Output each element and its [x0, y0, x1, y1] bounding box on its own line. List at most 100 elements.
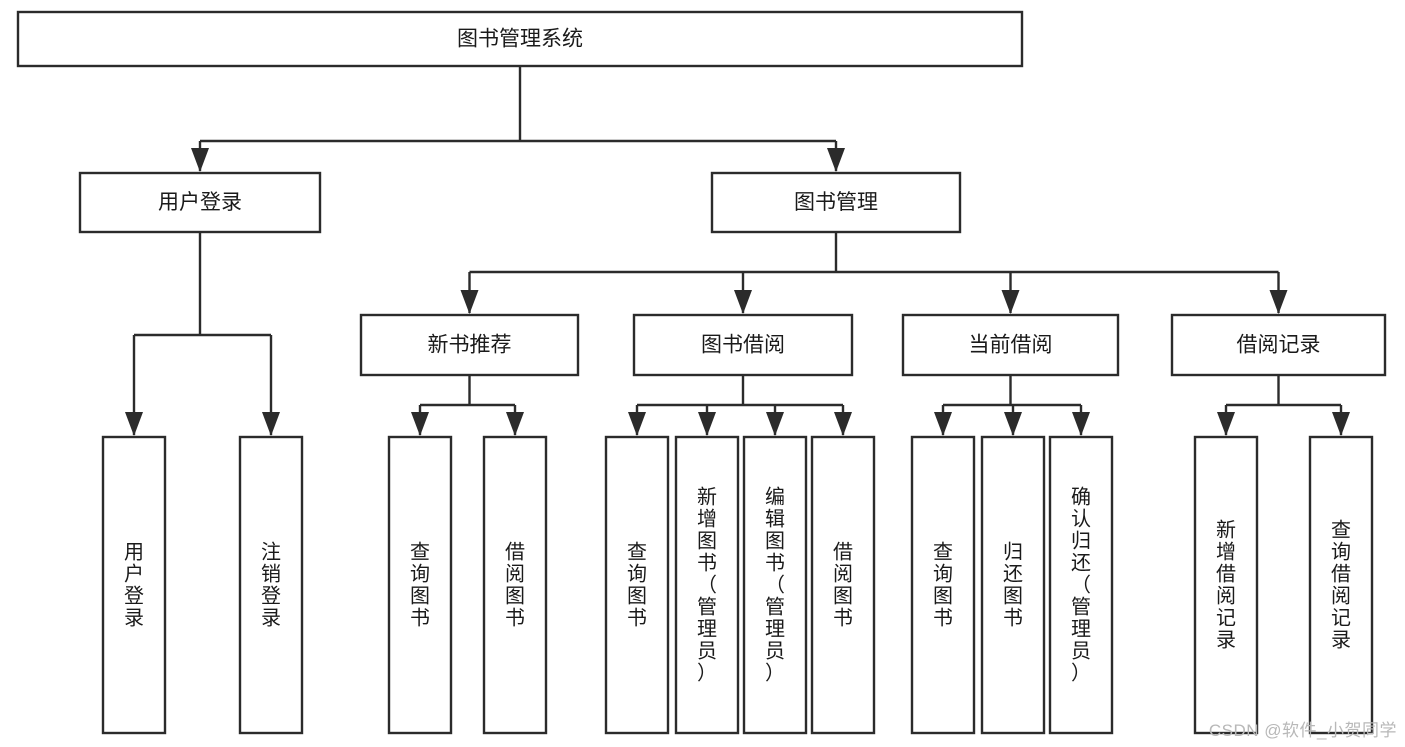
node-box[interactable]: [359, 313, 580, 377]
node-label-char: 用: [124, 541, 144, 563]
node-label-char: 归: [1071, 529, 1091, 552]
node-label-char: 辑: [765, 507, 785, 530]
node-box[interactable]: [742, 435, 808, 735]
arrow-head-icon: [1004, 412, 1022, 436]
node-label-char: 阅: [833, 562, 853, 585]
arrow-head-icon: [460, 290, 479, 314]
node-label-char: 书: [833, 606, 853, 629]
node-label-char: 登: [124, 584, 144, 607]
node-label-char: 图: [697, 530, 717, 552]
node-label-char: 新: [1216, 518, 1236, 541]
node-label-char: 确: [1071, 485, 1091, 508]
node-label-char: 阅: [505, 562, 525, 585]
node-label: 借阅记录: [1237, 334, 1321, 357]
node-label-char: 编: [765, 485, 785, 508]
node-label-char: 增: [1216, 540, 1236, 563]
node-box[interactable]: [238, 435, 304, 735]
node-box[interactable]: [901, 313, 1120, 377]
csdn-watermark: CSDN @软件_小贺同学: [1208, 721, 1397, 740]
node-label-char: 查: [410, 540, 430, 563]
node-level2-1[interactable]: 图书借阅: [632, 313, 854, 377]
node-label-char: 查: [933, 540, 953, 563]
arrow-head-icon: [734, 290, 752, 314]
node-level2-0[interactable]: 新书推荐: [359, 313, 580, 377]
node-level1-1[interactable]: 图书管理: [710, 171, 962, 234]
node-box[interactable]: [78, 171, 322, 234]
node-box[interactable]: [16, 10, 1024, 68]
node-label-char: 归: [1003, 540, 1023, 563]
node-label-char: 书: [410, 606, 430, 629]
node-label-char: 图: [627, 585, 647, 607]
arrow-head-icon: [766, 412, 784, 436]
node-label-char: 查: [1331, 518, 1351, 541]
arrow-head-icon: [834, 412, 852, 436]
node-label-char: 记: [1331, 606, 1351, 629]
node-label-char: 管: [1071, 595, 1091, 618]
node-label-char: 增: [697, 507, 717, 530]
arrow-head-icon: [827, 148, 845, 172]
node-label-char: 书: [765, 551, 785, 574]
node-box[interactable]: [1170, 313, 1387, 377]
arrow-head-icon: [934, 412, 952, 436]
arrow-head-icon: [1269, 290, 1288, 314]
arrow-head-icon: [191, 148, 209, 172]
node-box[interactable]: [101, 435, 167, 735]
node-label-char: 询: [1331, 540, 1351, 563]
node-label-char: 员: [697, 640, 717, 662]
node-box[interactable]: [387, 435, 453, 735]
node-label-char: 询: [933, 562, 953, 585]
node-box[interactable]: [604, 435, 670, 735]
node-label-char: 借: [1331, 562, 1351, 585]
node-box[interactable]: [482, 435, 548, 735]
node-box[interactable]: [710, 171, 962, 234]
node-box[interactable]: [674, 435, 740, 735]
node-layer: 图书管理系统用户登录图书管理新书推荐图书借阅当前借阅借阅记录用户登录注销登录查询…: [16, 10, 1387, 735]
node-label-char: 书: [1003, 606, 1023, 629]
arrow-head-icon: [506, 412, 524, 436]
node-box[interactable]: [910, 435, 976, 735]
node-box[interactable]: [810, 435, 876, 735]
node-label-char: 书: [697, 551, 717, 574]
node-label-char: （: [1071, 573, 1091, 596]
node-box[interactable]: [1048, 435, 1114, 735]
node-leaf-0[interactable]: 用户登录: [101, 435, 167, 735]
node-label-char: ）: [697, 661, 717, 684]
node-box[interactable]: [632, 313, 854, 377]
arrow-head-icon: [1332, 412, 1350, 436]
arrow-head-icon: [628, 412, 646, 436]
node-level2-2[interactable]: 当前借阅: [901, 313, 1120, 377]
arrow-head-icon: [698, 412, 716, 436]
node-label: 图书管理系统: [457, 28, 583, 51]
node-root[interactable]: 图书管理系统: [16, 10, 1024, 68]
node-label: 当前借阅: [969, 334, 1053, 357]
node-label-char: 询: [410, 562, 430, 585]
arrow-head-icon: [1001, 290, 1020, 314]
node-box[interactable]: [980, 435, 1046, 735]
node-label-char: 借: [833, 540, 853, 563]
node-label: 图书借阅: [701, 334, 785, 357]
node-label-char: 阅: [1216, 584, 1236, 607]
node-label-char: 录: [261, 607, 281, 629]
node-label-char: 登: [261, 584, 281, 607]
node-label: 用户登录: [158, 191, 242, 214]
arrow-head-icon: [262, 412, 280, 436]
node-level2-3[interactable]: 借阅记录: [1170, 313, 1387, 377]
node-box[interactable]: [1193, 435, 1259, 735]
node-box[interactable]: [1308, 435, 1374, 735]
arrow-head-icon: [411, 412, 429, 436]
node-label-char: 还: [1003, 562, 1023, 585]
node-label-char: 查: [627, 540, 647, 563]
node-level1-0[interactable]: 用户登录: [78, 171, 322, 234]
